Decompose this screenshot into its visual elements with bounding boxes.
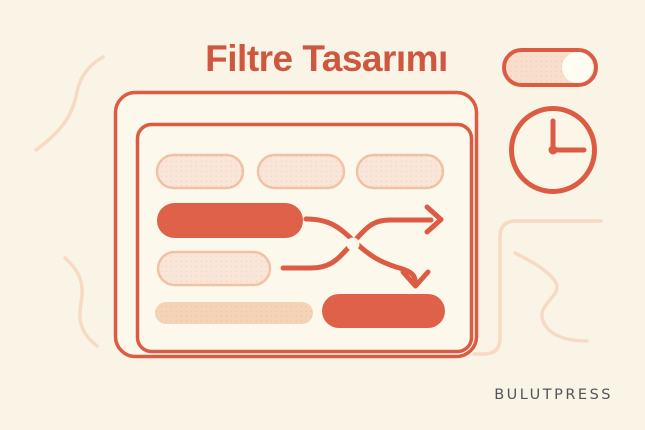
arrow-down-path [303, 216, 418, 284]
offset-card-outline [472, 219, 603, 356]
arrow-down-head-icon [400, 269, 431, 289]
decor-lines [34, 55, 603, 356]
brand-wordmark: BULUTPRESS [494, 387, 613, 403]
squiggle-left-bottom-line [63, 256, 99, 348]
page-title: Filtre Tasarımı [205, 38, 448, 79]
clock-icon [509, 106, 597, 194]
squiggle-right-line [513, 251, 589, 343]
clock-center-dot [548, 145, 558, 155]
placeholder-pills [155, 153, 445, 328]
browser-card [113, 90, 479, 359]
toggle-on-icon [502, 48, 598, 87]
arrow-right-head-icon [424, 204, 444, 235]
arrow-crossing-gap [346, 237, 360, 251]
crossing-arrows [280, 204, 444, 289]
pill-texture-overlay [155, 155, 445, 328]
toggle-knob [562, 52, 593, 83]
squiggle-left-top-line [34, 55, 105, 152]
